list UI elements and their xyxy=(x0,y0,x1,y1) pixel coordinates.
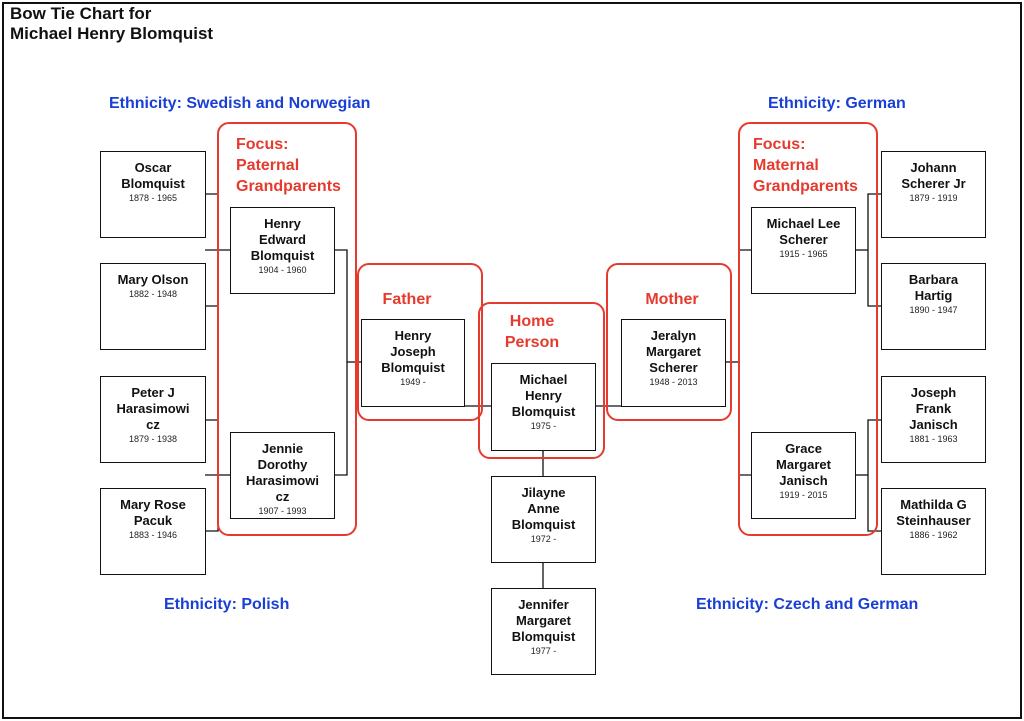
person-box-jilayne-anne-blomquist[interactable]: Jilayne Anne Blomquist 1972 - xyxy=(491,476,596,563)
person-name: Oscar Blomquist xyxy=(121,160,185,191)
focus-label-mother: Mother xyxy=(645,291,699,308)
person-dates: 1883 - 1946 xyxy=(128,530,178,540)
person-box-grace-margaret-janisch[interactable]: Grace Margaret Janisch 1919 - 2015 xyxy=(751,432,856,519)
person-box-mathilda-steinhauser[interactable]: Mathilda G Steinhauser 1886 - 1962 xyxy=(881,488,986,575)
person-dates: 1948 - 2013 xyxy=(649,377,698,387)
person-dates: 1890 - 1947 xyxy=(909,305,958,315)
person-dates: 1879 - 1919 xyxy=(909,193,958,203)
focus-box-father xyxy=(357,263,483,421)
person-name: Jennifer Margaret Blomquist xyxy=(511,597,576,644)
person-dates: 1972 - xyxy=(530,534,557,544)
person-dates: 1878 - 1965 xyxy=(128,193,178,203)
person-dates: 1886 - 1962 xyxy=(909,530,958,540)
ethnicity-paternal-top: Ethnicity: Swedish and Norwegian xyxy=(109,95,371,112)
ethnicity-maternal-bottom: Ethnicity: Czech and German xyxy=(696,596,919,613)
focus-label-paternal: Focus: Paternal Grandparents xyxy=(236,136,341,195)
person-box-michael-lee-scherer[interactable]: Michael Lee Scherer 1915 - 1965 xyxy=(751,207,856,294)
focus-label-father: Father xyxy=(382,291,432,308)
person-dates: 1949 - xyxy=(400,377,426,387)
focus-box-home-person xyxy=(478,302,605,459)
person-dates: 1904 - 1960 xyxy=(258,265,307,275)
person-box-henry-joseph-blomquist[interactable]: Henry Joseph Blomquist 1949 - xyxy=(361,319,465,407)
person-name: Joseph Frank Janisch xyxy=(909,385,958,432)
person-box-jennifer-margaret-blomquist[interactable]: Jennifer Margaret Blomquist 1977 - xyxy=(491,588,596,675)
person-name: Jilayne Anne Blomquist xyxy=(511,485,576,532)
focus-box-mother xyxy=(606,263,732,421)
focus-box-maternal-grandparents xyxy=(738,122,878,536)
person-name: Jennie Dorothy Harasimowi cz xyxy=(246,441,319,504)
ethnicity-paternal-bottom: Ethnicity: Polish xyxy=(164,596,290,613)
person-name: Mathilda G Steinhauser xyxy=(896,497,971,528)
page-title: Bow Tie Chart for Michael Henry Blomquis… xyxy=(10,4,214,43)
person-box-johann-scherer-jr[interactable]: Johann Scherer Jr 1879 - 1919 xyxy=(881,151,986,238)
person-name: Jeralyn Margaret Scherer xyxy=(646,328,701,375)
person-name: Michael Henry Blomquist xyxy=(511,372,576,419)
person-dates: 1977 - xyxy=(530,646,557,656)
person-dates: 1882 - 1948 xyxy=(128,289,178,299)
focus-label-maternal: Focus: Maternal Grandparents xyxy=(753,136,858,195)
person-name: Henry Joseph Blomquist xyxy=(381,328,445,375)
person-name: Johann Scherer Jr xyxy=(901,160,966,191)
ethnicity-maternal-top: Ethnicity: German xyxy=(768,95,906,112)
person-name: Grace Margaret Janisch xyxy=(776,441,831,488)
person-dates: 1915 - 1965 xyxy=(779,249,828,259)
person-dates: 1907 - 1993 xyxy=(258,506,307,516)
focus-label-home-person: Home Person xyxy=(504,313,560,351)
person-dates: 1879 - 1938 xyxy=(128,434,178,444)
person-box-mary-olson[interactable]: Mary Olson 1882 - 1948 xyxy=(100,263,206,350)
person-box-jeralyn-margaret-scherer[interactable]: Jeralyn Margaret Scherer 1948 - 2013 xyxy=(621,319,726,407)
person-dates: 1881 - 1963 xyxy=(909,434,958,444)
person-name: Mary Rose Pacuk xyxy=(120,497,186,528)
person-box-henry-edward-blomquist[interactable]: Henry Edward Blomquist 1904 - 1960 xyxy=(230,207,335,294)
person-box-oscar-blomquist[interactable]: Oscar Blomquist 1878 - 1965 xyxy=(100,151,206,238)
person-box-jennie-harasimowicz[interactable]: Jennie Dorothy Harasimowi cz 1907 - 1993 xyxy=(230,432,335,519)
person-box-peter-harasimowicz[interactable]: Peter J Harasimowi cz 1879 - 1938 xyxy=(100,376,206,463)
person-dates: 1975 - xyxy=(530,421,557,431)
person-box-mary-rose-pacuk[interactable]: Mary Rose Pacuk 1883 - 1946 xyxy=(100,488,206,575)
person-box-joseph-frank-janisch[interactable]: Joseph Frank Janisch 1881 - 1963 xyxy=(881,376,986,463)
person-name: Mary Olson xyxy=(117,272,189,287)
person-name: Henry Edward Blomquist xyxy=(250,216,315,263)
person-box-michael-henry-blomquist[interactable]: Michael Henry Blomquist 1975 - xyxy=(491,363,596,451)
focus-box-paternal-grandparents xyxy=(217,122,357,536)
person-dates: 1919 - 2015 xyxy=(779,490,828,500)
person-name: Michael Lee Scherer xyxy=(766,216,841,247)
person-name: Barbara Hartig xyxy=(908,272,959,303)
person-box-barbara-hartig[interactable]: Barbara Hartig 1890 - 1947 xyxy=(881,263,986,350)
person-name: Peter J Harasimowi cz xyxy=(116,385,190,432)
